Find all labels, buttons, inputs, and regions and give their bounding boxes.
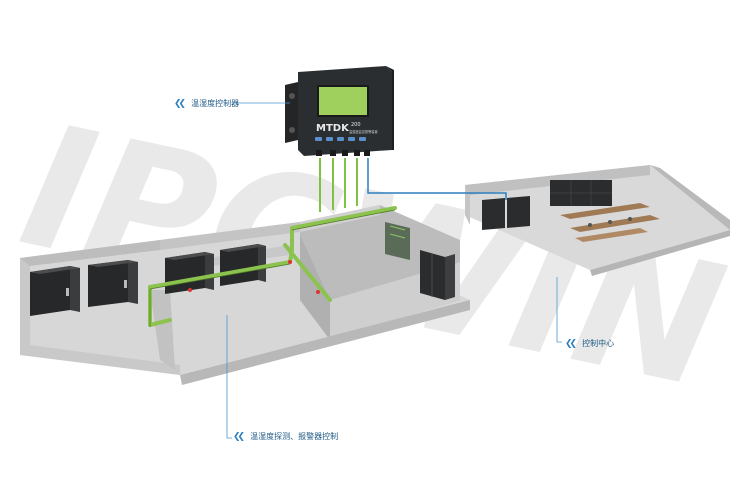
ac-unit <box>220 244 266 286</box>
sensor <box>316 290 320 294</box>
temperature-humidity-controller: MTDK 200 温湿度监控报警装置 <box>285 66 394 156</box>
control-center-label: 控制中心 <box>582 339 615 348</box>
sensors-callout: ❮❮ 温湿度探测、报警器控制 <box>233 431 338 442</box>
server-rack-green <box>385 222 410 260</box>
lcd-screen <box>317 85 369 117</box>
callout-lines <box>226 102 562 439</box>
ac-unit <box>88 260 138 307</box>
double-chevron-left-icon: ❮❮ <box>174 98 186 109</box>
device-buttons <box>315 137 366 141</box>
equipment-units <box>30 222 455 316</box>
server-rack <box>420 250 455 300</box>
control-desk <box>570 215 660 232</box>
device-model: 200 <box>351 122 361 128</box>
sensor-points <box>188 260 320 294</box>
ac-unit <box>30 266 80 316</box>
control-center-building <box>465 165 730 276</box>
cable-tray-edges <box>149 209 396 327</box>
double-chevron-left-icon: ❮❮ <box>565 338 577 349</box>
device-brand: MTDK <box>316 123 350 134</box>
device-subtitle: 温湿度监控报警装置 <box>349 129 378 134</box>
control-desk <box>575 228 648 242</box>
ac-unit <box>165 252 214 294</box>
controller-label: 温湿度控制器 <box>191 99 240 108</box>
control-desk <box>560 203 650 219</box>
device-cables <box>319 158 507 212</box>
left-building <box>20 205 470 385</box>
sensor <box>288 260 292 264</box>
sensor <box>188 288 192 292</box>
controller-callout: ❮❮ 温湿度控制器 <box>174 98 239 109</box>
double-chevron-left-icon: ❮❮ <box>233 431 245 442</box>
control-center-callout: ❮❮ 控制中心 <box>565 338 614 349</box>
sensors-label: 温湿度探测、报警器控制 <box>250 432 339 441</box>
